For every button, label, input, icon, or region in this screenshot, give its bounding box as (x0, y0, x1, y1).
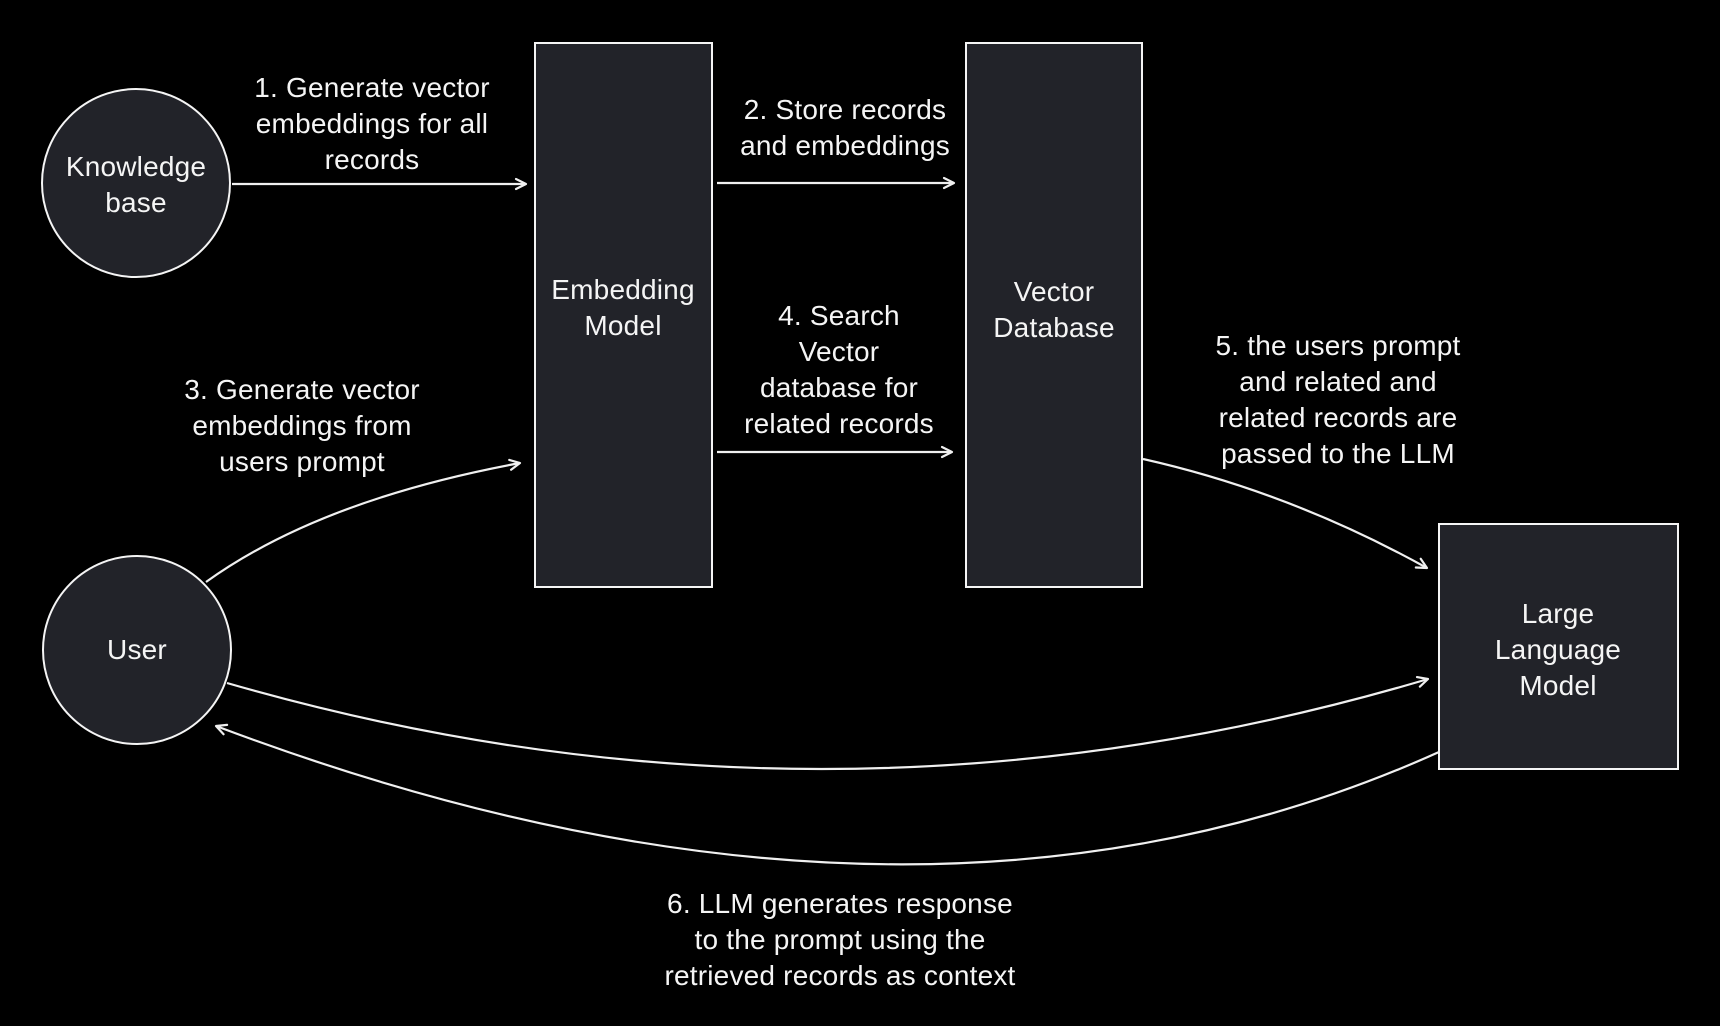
step-1-label: 1. Generate vector embeddings for all re… (254, 72, 490, 175)
arrow-6-llm-to-user (214, 723, 1440, 866)
arrow-5-vdb-to-llm (1142, 457, 1429, 570)
arrow-3-user-to-embedding (205, 458, 522, 583)
step-4-label: 4. Search Vector database for related re… (744, 300, 934, 439)
user-node (42, 555, 232, 745)
vector-database-node (965, 42, 1143, 588)
step-6-label: 6. LLM generates response to the prompt … (664, 888, 1016, 991)
knowledge-base-node (41, 88, 231, 278)
knowledge-base-label: Knowledge base (65, 151, 207, 218)
step-3-label: 3. Generate vector embeddings from users… (184, 374, 420, 477)
step-5-label: 5. the users prompt and related and rela… (1215, 330, 1461, 469)
step-2-label: 2. Store records and embeddings (740, 94, 950, 161)
user-label: User (107, 634, 167, 665)
llm-label: Large Language Model (1494, 598, 1622, 701)
embedding-model-label: Embedding Model (551, 274, 695, 341)
arrow-user-prompt-to-llm (226, 675, 1430, 771)
embedding-model-node (534, 42, 713, 588)
vector-database-label: Vector Database (993, 276, 1115, 343)
llm-node (1438, 523, 1679, 770)
